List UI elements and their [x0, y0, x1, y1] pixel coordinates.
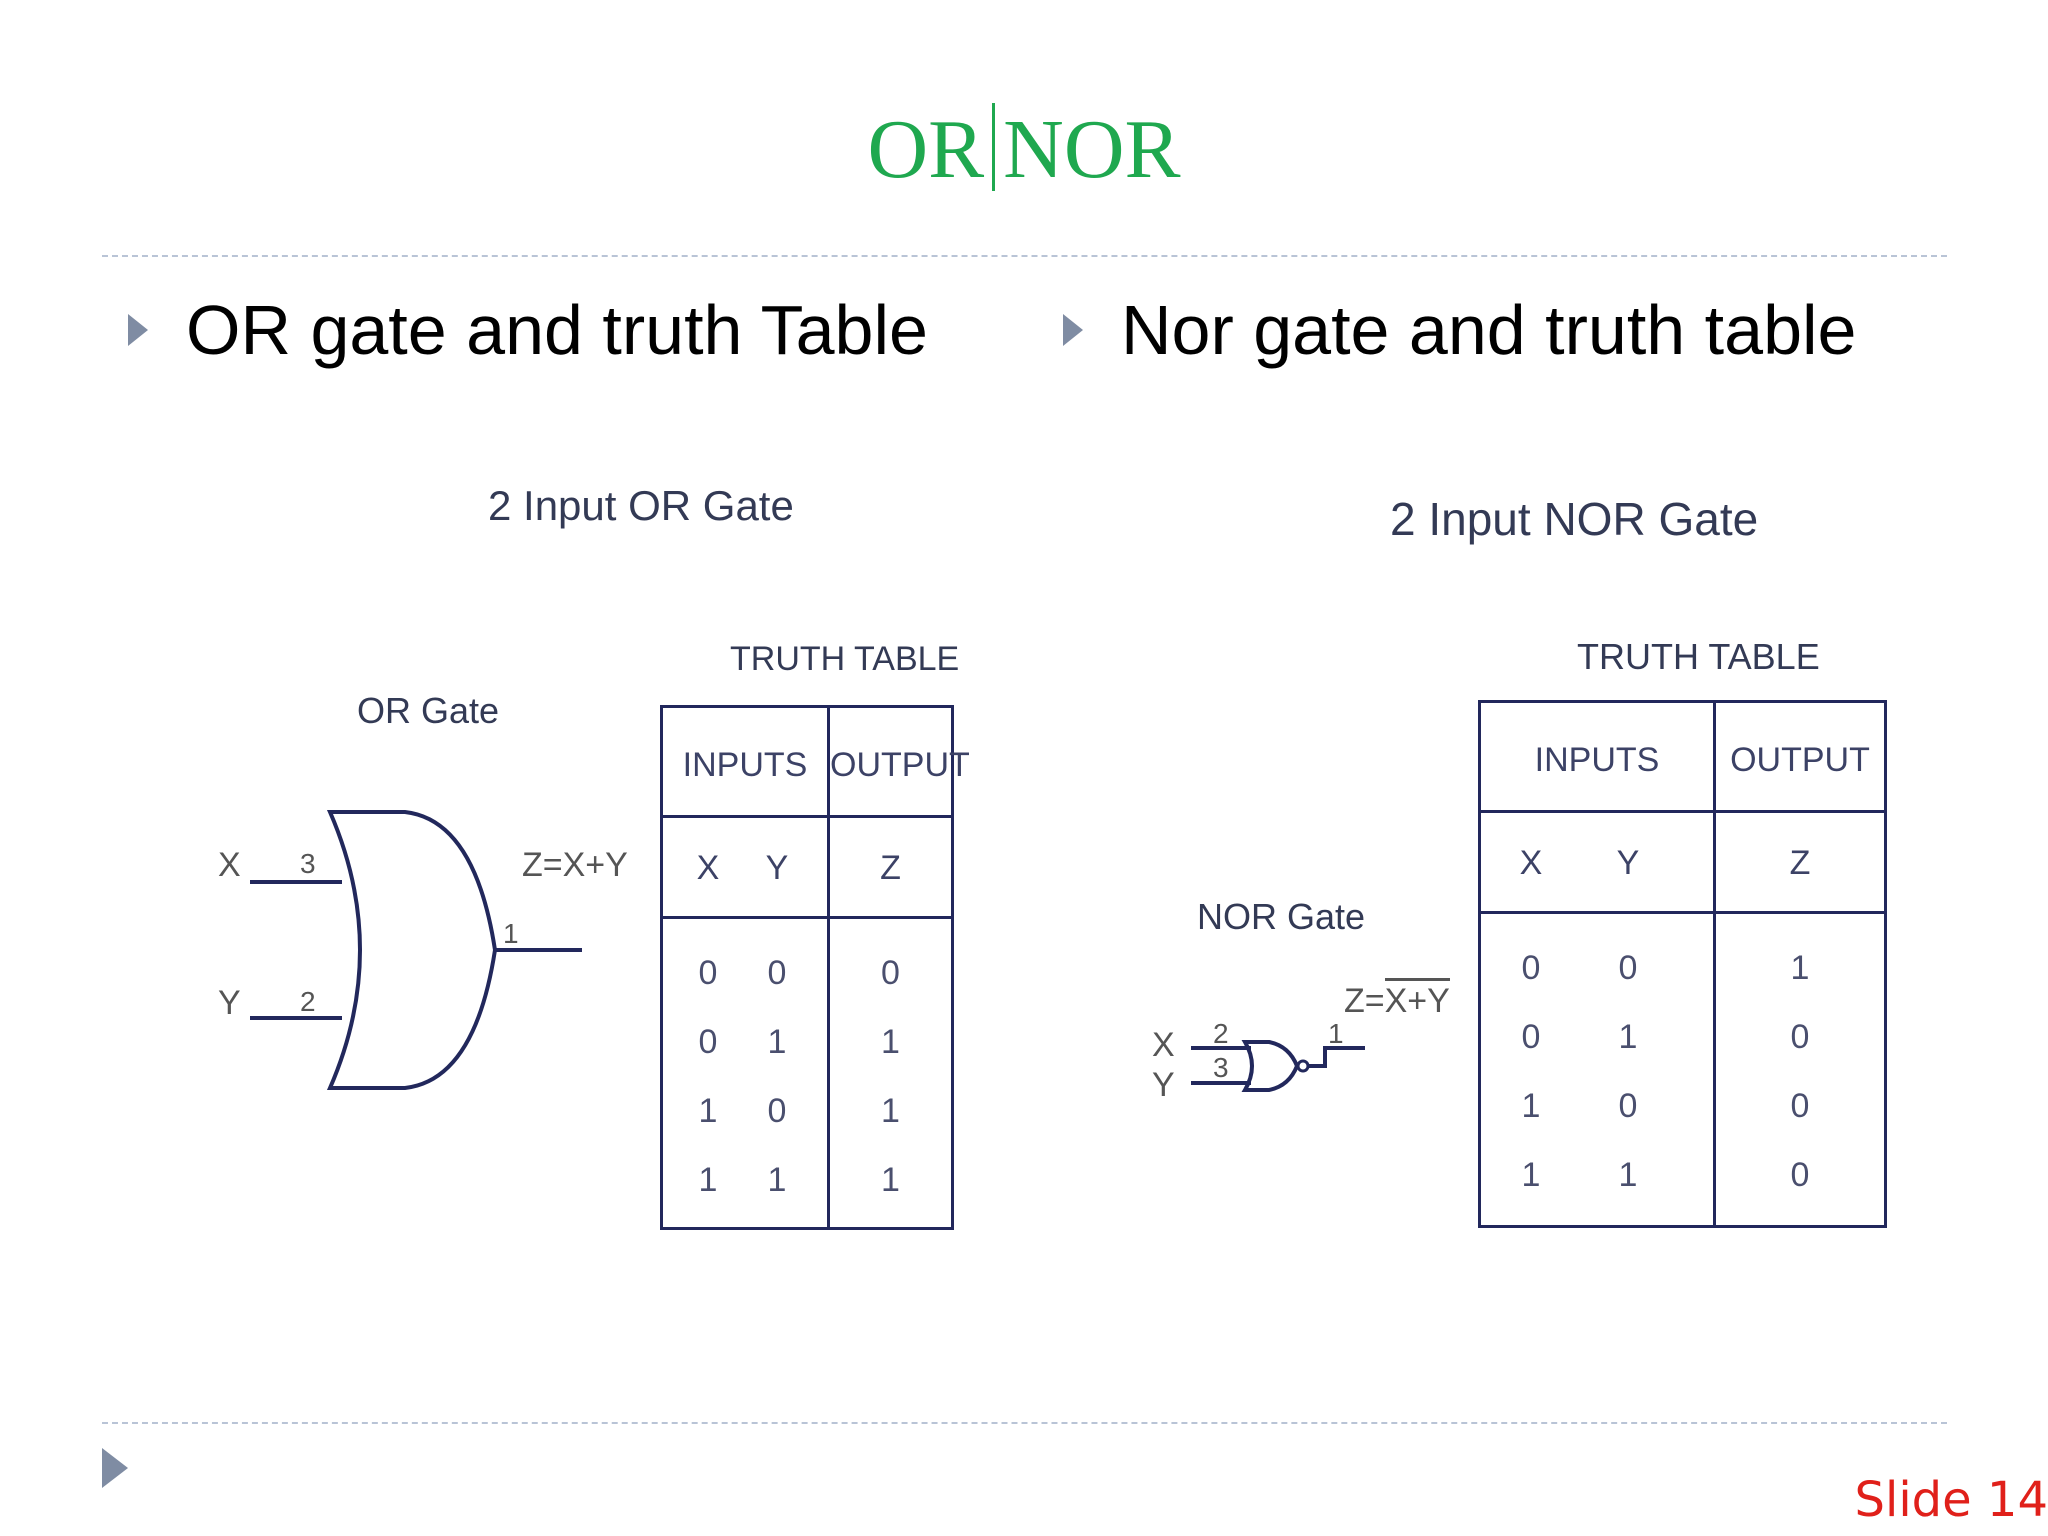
or-row1-x: 0: [698, 954, 718, 992]
nor-row3-x: 1: [1521, 1087, 1541, 1125]
slide-number: Slide 14: [1854, 1472, 2048, 1528]
or-col-z: Z: [880, 849, 901, 887]
nor-row3-z: 0: [1790, 1087, 1810, 1125]
nor-col-x: X: [1519, 844, 1543, 882]
or-figure-heading: 2 Input OR Gate: [488, 482, 794, 529]
or-truth-table: INPUTS OUTPUT X Y Z 0 0 0 0 1 1 1 0 1 1 …: [660, 705, 970, 1230]
nor-row1-z: 1: [1790, 949, 1810, 987]
or-output-header: OUTPUT: [830, 746, 970, 784]
nor-input-y: Y: [1152, 1066, 1175, 1104]
nor-input-x: X: [1152, 1026, 1175, 1064]
footer-arrow-icon: [102, 1448, 128, 1488]
or-row4-y: 1: [767, 1161, 787, 1199]
nor-pin-x: 2: [1213, 1018, 1229, 1049]
title-separator: [992, 103, 996, 191]
or-pin-out: 1: [503, 918, 519, 949]
or-row3-y: 0: [767, 1092, 787, 1130]
or-row2-z: 1: [881, 1023, 900, 1061]
title-or: OR: [867, 103, 985, 196]
nor-row1-y: 0: [1618, 949, 1638, 987]
nor-row2-y: 1: [1618, 1018, 1638, 1056]
nor-output-bar-term: X+Y: [1384, 978, 1450, 1020]
nor-gate-symbol: [1191, 1040, 1365, 1092]
nor-truth-table-title: TRUTH TABLE: [1577, 636, 1820, 677]
nor-output-header: OUTPUT: [1730, 741, 1870, 779]
nor-gate-label: NOR Gate: [1197, 896, 1366, 937]
or-input-x: X: [218, 846, 241, 884]
title-nor: NOR: [1003, 103, 1181, 196]
or-gate-label: OR Gate: [357, 690, 500, 731]
or-output-expr: Z=X+Y: [522, 846, 628, 884]
nor-col-y: Y: [1616, 844, 1640, 882]
or-row2-x: 0: [698, 1023, 718, 1061]
or-pin-x: 3: [300, 848, 316, 879]
bullet-arrow-icon: [1063, 314, 1083, 346]
nor-row2-x: 0: [1521, 1018, 1541, 1056]
or-truth-table-title: TRUTH TABLE: [730, 640, 960, 678]
nor-pin-y: 3: [1213, 1052, 1229, 1083]
or-row1-y: 0: [767, 954, 787, 992]
nor-row2-z: 0: [1790, 1018, 1810, 1056]
nor-truth-table: INPUTS OUTPUT X Y Z 0 0 1 0 1 0 1 0 0 1 …: [1478, 700, 1887, 1228]
nor-pin-out: 1: [1328, 1018, 1344, 1049]
nor-figure-heading: 2 Input NOR Gate: [1390, 493, 1759, 545]
or-inputs-header: INPUTS: [682, 746, 808, 784]
nor-inputs-header: INPUTS: [1534, 741, 1660, 779]
or-col-x: X: [696, 849, 720, 887]
or-row3-x: 1: [698, 1092, 718, 1130]
bottom-divider: [102, 1422, 1947, 1424]
nor-output-expr: Z=X+Y: [1344, 978, 1450, 1021]
or-col-y: Y: [765, 849, 789, 887]
nor-row4-y: 1: [1618, 1156, 1638, 1194]
top-divider: [102, 255, 1947, 257]
nor-row4-x: 1: [1521, 1156, 1541, 1194]
nor-output-lhs: Z=: [1344, 982, 1385, 1020]
bullet-or-text: OR gate and truth Table: [186, 291, 928, 369]
or-row2-y: 1: [767, 1023, 787, 1061]
nor-row3-y: 0: [1618, 1087, 1638, 1125]
or-row1-z: 0: [881, 954, 900, 992]
or-gate-symbol: [250, 810, 582, 1090]
or-row3-z: 1: [881, 1092, 900, 1130]
nor-row4-z: 0: [1790, 1156, 1810, 1194]
nor-row1-x: 0: [1521, 949, 1541, 987]
or-pin-y: 2: [300, 986, 316, 1017]
or-row4-z: 1: [881, 1161, 900, 1199]
bullet-nor-text: Nor gate and truth table: [1121, 291, 1857, 369]
nor-col-z: Z: [1789, 844, 1811, 882]
bullet-arrow-icon: [128, 314, 148, 346]
or-row4-x: 1: [698, 1161, 718, 1199]
or-input-y: Y: [218, 984, 241, 1022]
